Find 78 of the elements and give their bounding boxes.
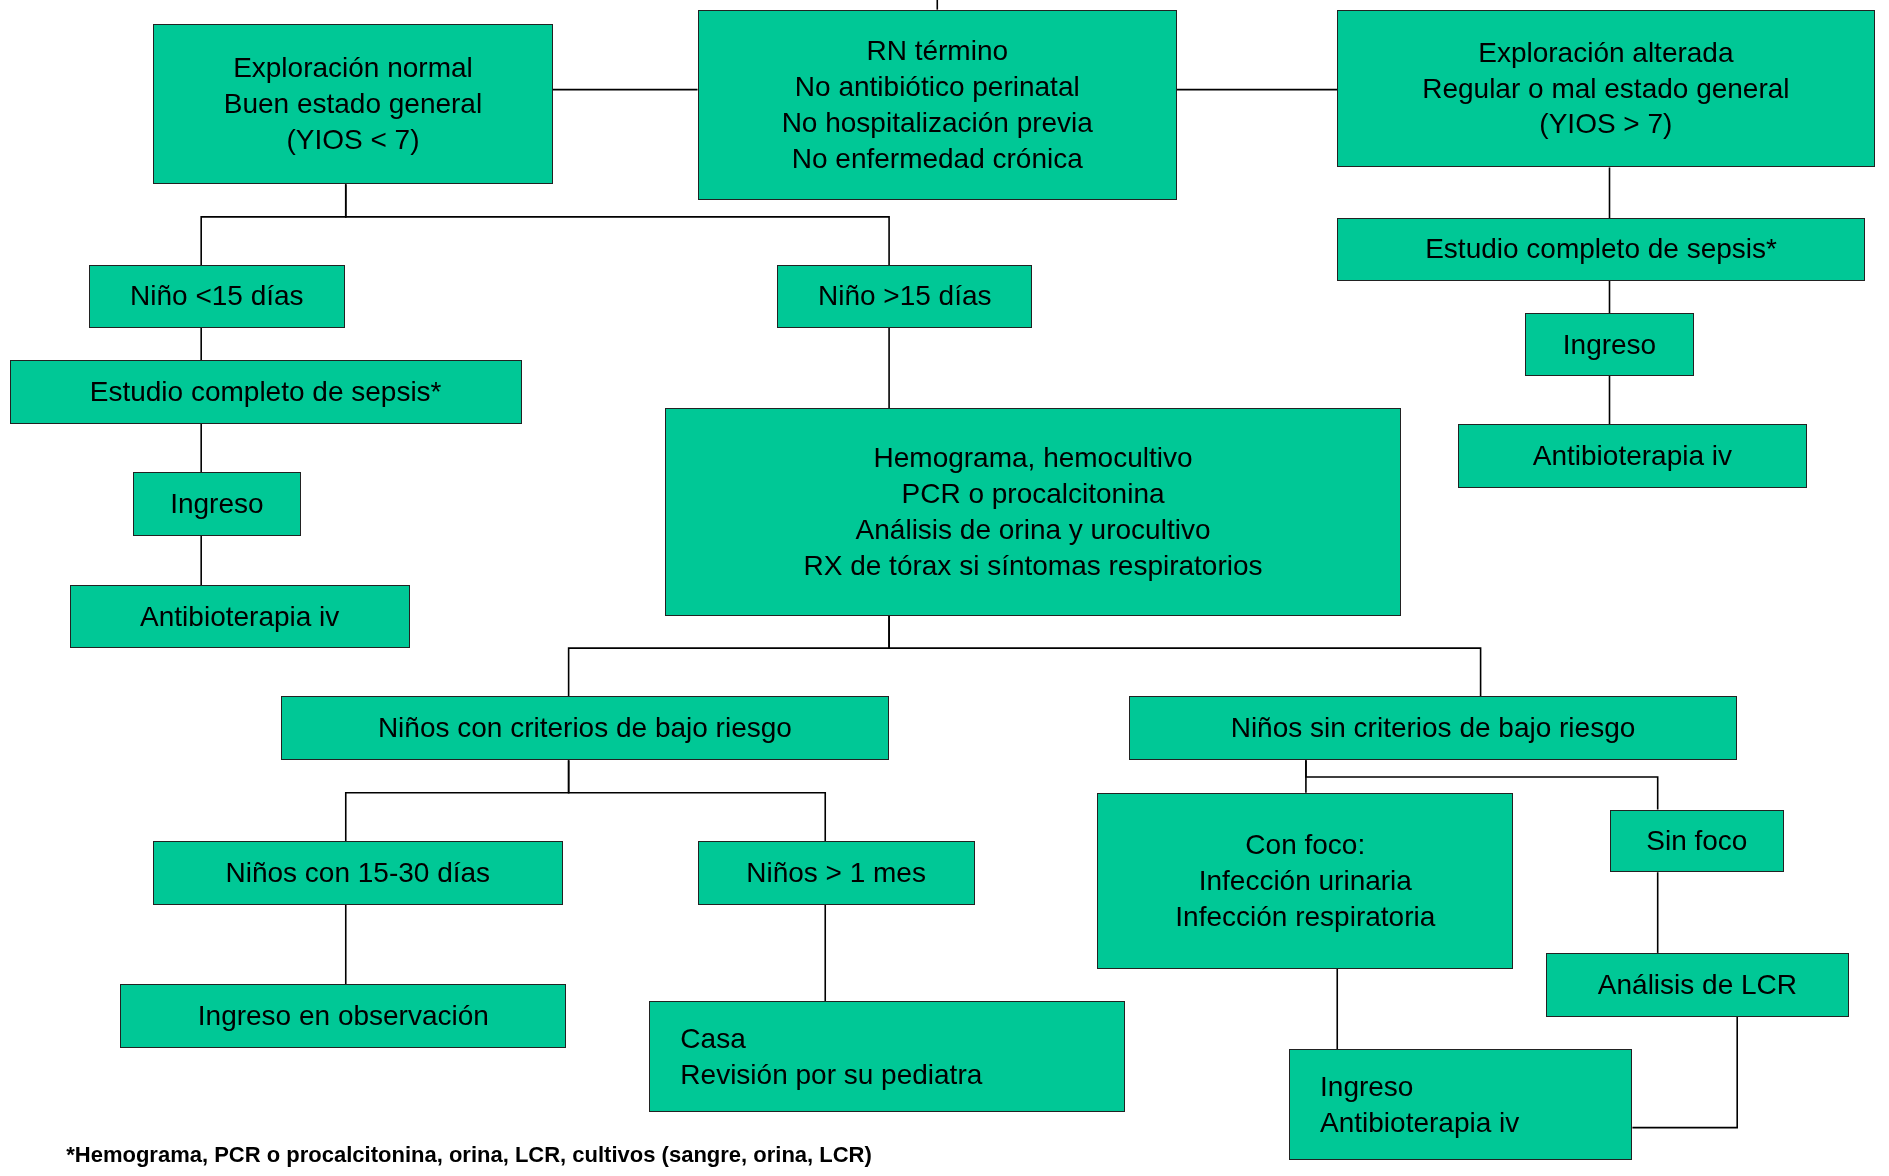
- connector-line: [1608, 166, 1611, 219]
- box-text: PCR o procalcitonina: [901, 477, 1165, 512]
- box-text: Sin foco: [1646, 823, 1748, 858]
- box-text: Ingreso: [170, 487, 264, 522]
- box-text: Antibioterapia iv: [1320, 1105, 1520, 1140]
- box-text: (YIOS < 7): [286, 123, 420, 158]
- footnote: *Hemograma, PCR o procalcitonina, orina, LCR, cultivos (sangre, orina, LCR): [66, 1142, 872, 1169]
- connector-line: [567, 759, 827, 842]
- box-text: Análisis de LCR: [1597, 967, 1798, 1002]
- box-text: Con foco:: [1245, 827, 1366, 862]
- box-text: Infección urinaria: [1198, 863, 1412, 898]
- process-box: [1289, 1049, 1633, 1161]
- box-text: (YIOS > 7): [1539, 107, 1673, 142]
- box-text: Niño <15 días: [130, 279, 304, 314]
- box-text: Antibioterapia iv: [1532, 439, 1732, 474]
- box-text: Niños con 15-30 días: [225, 855, 491, 890]
- box-text: No hospitalización previa: [781, 105, 1093, 140]
- connector-line: [824, 903, 827, 1002]
- connector-line: [1631, 1016, 1738, 1129]
- box-text: Ingreso: [1320, 1069, 1414, 1104]
- box-text: No enfermedad crónica: [791, 141, 1083, 176]
- process-box: [9, 360, 522, 425]
- process-box: [153, 24, 553, 185]
- box-text: Análisis de orina y urocultivo: [855, 513, 1211, 547]
- process-box: [69, 585, 410, 649]
- process-box: [153, 840, 563, 905]
- process-box: [132, 472, 302, 537]
- box-text: Niños > 1 mes: [746, 855, 926, 890]
- box-text: RX de tórax si síntomas respiratorios: [803, 548, 1263, 583]
- process-box: [1128, 696, 1738, 761]
- process-box: [649, 1001, 1126, 1112]
- process-box: [1545, 952, 1850, 1017]
- connector-line: [344, 183, 890, 266]
- box-text: Ingreso: [1562, 327, 1657, 362]
- process-box: [89, 265, 345, 328]
- connector-line: [1608, 375, 1611, 425]
- box-text: Niños con criterios de bajo riesgo: [377, 711, 792, 746]
- box-text: Infección respiratoria: [1175, 899, 1436, 934]
- connector-line: [1608, 279, 1611, 315]
- box-text: Buen estado general: [223, 87, 483, 122]
- connector-line: [936, 0, 939, 11]
- box-text: No antibiótico perinatal: [794, 69, 1080, 104]
- box-text: Antibioterapia iv: [140, 599, 340, 634]
- connector-line: [1305, 759, 1659, 811]
- process-box: [1337, 218, 1865, 281]
- box-text: Exploración normal: [233, 51, 473, 86]
- connector-line: [200, 535, 202, 587]
- box-text: Niño >15 días: [817, 279, 992, 314]
- box-text: Ingreso en observación: [197, 999, 489, 1034]
- process-box: [1097, 792, 1514, 969]
- process-box: [1609, 809, 1785, 873]
- process-box: [1525, 313, 1694, 376]
- process-box: [280, 696, 890, 761]
- connector-line: [888, 326, 890, 410]
- box-text: Revisión por su pediatra: [680, 1057, 983, 1092]
- process-box: [777, 265, 1033, 328]
- connector-line: [200, 326, 202, 361]
- box-text: Casa: [680, 1021, 746, 1056]
- process-box: [1457, 424, 1808, 488]
- box-text: Exploración alterada: [1478, 35, 1734, 70]
- box-text: RN término: [866, 34, 1009, 69]
- box-text: Hemograma, hemocultivo: [873, 441, 1193, 476]
- box-text: Estudio completo de sepsis*: [89, 375, 442, 410]
- process-box: [697, 9, 1177, 200]
- process-box: [120, 984, 567, 1049]
- box-text: Niños sin criterios de bajo riesgo: [1230, 711, 1636, 746]
- connector-line: [344, 903, 347, 986]
- connector-line: [888, 614, 1482, 698]
- process-box: [665, 408, 1402, 616]
- connector-line: [1176, 88, 1339, 91]
- process-box: [697, 840, 975, 905]
- connector-line: [1656, 871, 1659, 954]
- connector-line: [1336, 967, 1339, 1051]
- connector-line: [200, 423, 202, 474]
- box-text: Regular o mal estado general: [1422, 71, 1790, 106]
- process-box: [1337, 9, 1875, 168]
- box-text: Estudio completo de sepsis*: [1425, 232, 1777, 267]
- connector-line: [552, 88, 699, 91]
